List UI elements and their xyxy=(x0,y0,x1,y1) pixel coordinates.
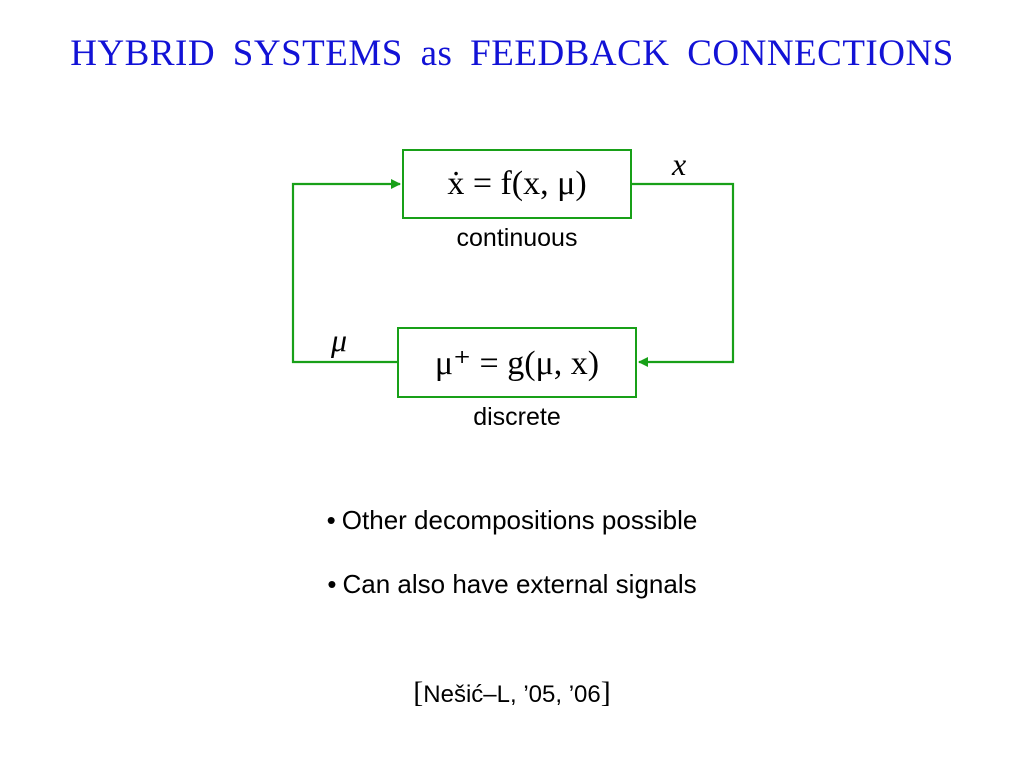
continuous-caption: continuous xyxy=(456,224,578,252)
bullet-item: •Other decompositions possible xyxy=(0,505,1024,536)
discrete-caption: discrete xyxy=(473,403,561,431)
citation-text: Nešić–L, ’05, ’06 xyxy=(423,681,601,708)
bullet-dot: • xyxy=(327,569,337,599)
discrete-equation: μ⁺ = g(μ, x) xyxy=(434,344,600,382)
discrete-block: μ⁺ = g(μ, x) xyxy=(397,327,637,398)
citation-close-bracket: ] xyxy=(600,676,611,709)
signal-x-label: x xyxy=(672,146,687,182)
continuous-equation: ẋ = f(x, μ) xyxy=(447,165,587,202)
bullet-text: Can also have external signals xyxy=(342,569,697,599)
continuous-block: ẋ = f(x, μ) xyxy=(402,149,632,219)
bullet-text: Other decompositions possible xyxy=(341,505,698,535)
citation: [Nešić–L, ’05, ’06] xyxy=(0,676,1024,710)
citation-open-bracket: [ xyxy=(413,676,424,709)
signal-mu-label: μ xyxy=(331,322,348,358)
wire-mu xyxy=(291,179,401,364)
bullet-dot: • xyxy=(326,505,336,535)
wire-x xyxy=(632,182,735,367)
slide-title: HYBRID SYSTEMS as FEEDBACK CONNECTIONS xyxy=(70,33,954,74)
bullet-item: •Can also have external signals xyxy=(0,569,1024,600)
